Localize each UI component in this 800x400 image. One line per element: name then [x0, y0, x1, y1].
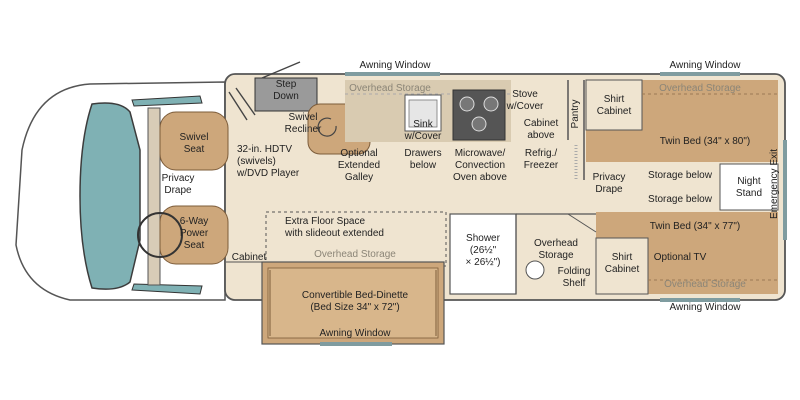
shower-label: Shower (26½" × 26½") [465, 233, 501, 268]
hdtv-label: 32-in. HDTV (swivels) w/DVD Player [237, 144, 300, 179]
stove-shape [452, 89, 506, 141]
awning-window-bottom-right-label: Awning Window [669, 302, 741, 313]
awning-window-top-right-label: Awning Window [669, 60, 741, 71]
shirt-cabinet-top-shape [585, 79, 643, 131]
extra-floor-label: Extra Floor Space with slideout extended [285, 216, 384, 239]
cabinet-above-label: Cabinet above [523, 118, 559, 141]
optional-tv-label: Optional TV [653, 252, 707, 263]
overhead-storage-galley-label: Overhead Storage [349, 83, 431, 94]
shirt-cabinet-bottom-shape [595, 237, 649, 295]
privacy-drape-front-label: Privacy Drape [161, 173, 195, 196]
shirt-cabinet-top-label: Shirt Cabinet [596, 94, 632, 117]
power-seat-label: 6-Way Power Seat [179, 216, 209, 251]
windshield [79, 102, 141, 290]
privacy-drape-rear-label: Privacy Drape [592, 172, 626, 195]
swivel-recliner-label: Swivel Recliner [284, 112, 322, 135]
folding-shelf-label: Folding Shelf [557, 266, 591, 289]
dinette-label: Convertible Bed-Dinette (Bed Size 34" x … [301, 290, 409, 313]
step-down-label: Step Down [273, 79, 299, 102]
steering-wheel [137, 212, 183, 258]
overhead-storage-rear-bottom-label: Overhead Storage [664, 279, 746, 290]
toilet [525, 260, 545, 280]
cabinet-front-label: Cabinet [231, 252, 267, 263]
twin-bed-bottom-label: Twin Bed (34" x 77") [649, 221, 741, 232]
stove-label: Stove w/Cover [506, 89, 544, 112]
night-stand-label: Night Stand [735, 176, 763, 199]
awning-window-top-left-label: Awning Window [359, 60, 431, 71]
step-down-box [254, 77, 318, 112]
refrig-label: Refrig./ Freezer [523, 148, 559, 171]
dashboard [147, 107, 161, 286]
overhead-storage-rear-top-label: Overhead Storage [659, 83, 741, 94]
pantry-label: Pantry [570, 99, 581, 129]
awning-window-dinette-label: Awning Window [319, 328, 391, 339]
shower-shape [449, 213, 517, 295]
swivel-seat-label: Swivel Seat [179, 132, 209, 155]
overhead-storage-bath-label: Overhead Storage [534, 238, 578, 261]
shirt-cabinet-bottom-label: Shirt Cabinet [604, 252, 640, 275]
microwave-label: Microwave/ Convection Oven above [453, 148, 507, 183]
mirror-bottom [131, 283, 203, 295]
storage-below-2-label: Storage below [648, 194, 712, 205]
drawers-label: Drawers below [404, 148, 442, 171]
twin-bed-top-label: Twin Bed (34" x 80") [659, 136, 751, 147]
emergency-exit-label: Emergency Exit [769, 148, 780, 220]
mirror-top [131, 95, 203, 107]
night-stand-shape [719, 163, 779, 211]
overhead-storage-mid-label: Overhead Storage [314, 249, 396, 260]
storage-below-1-label: Storage below [648, 170, 712, 181]
extended-galley-label: Optional Extended Galley [337, 148, 381, 183]
swivel-seat-shape [159, 111, 229, 171]
sink-label: Sink w/Cover [404, 119, 442, 142]
